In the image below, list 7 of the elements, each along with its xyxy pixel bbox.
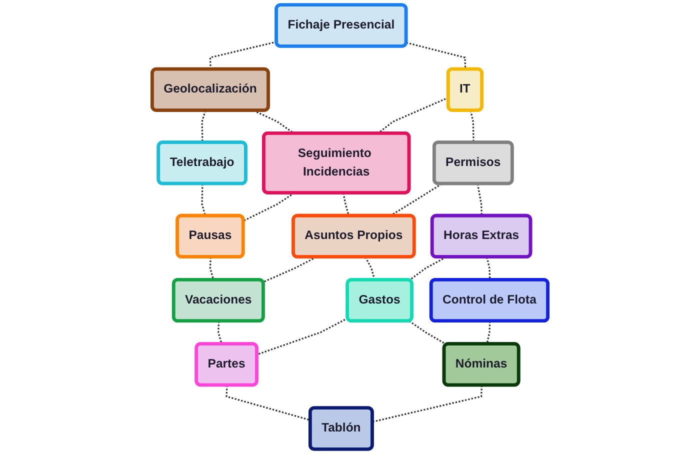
connector (372, 385, 483, 423)
connector (218, 321, 222, 344)
connector (406, 42, 466, 70)
connector (486, 321, 491, 344)
connector (408, 256, 446, 281)
connector (256, 317, 348, 356)
connector (486, 257, 491, 280)
